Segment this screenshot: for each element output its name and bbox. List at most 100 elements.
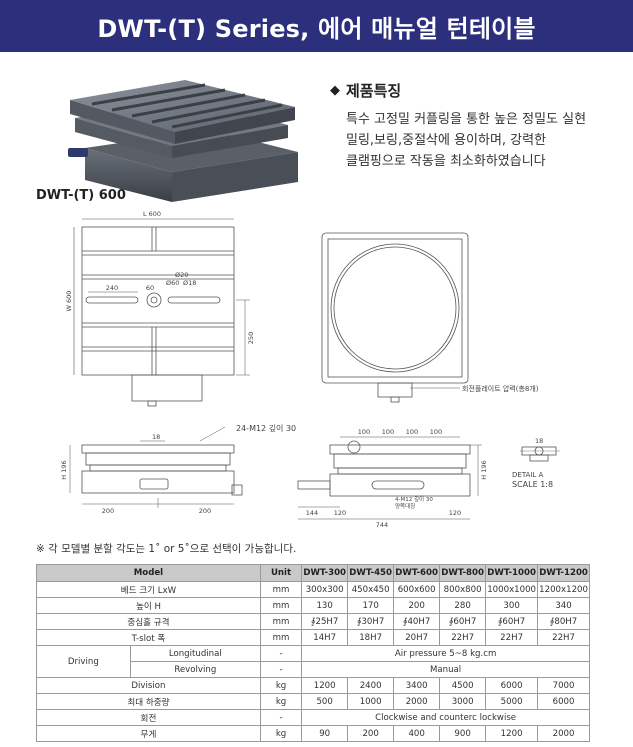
cell: ∮30H7	[347, 613, 395, 630]
side-dim-100-2: 100	[382, 428, 394, 436]
header-model: Model	[36, 564, 261, 582]
feature-line: 클램핑으로 작동을 최소화하였습니다	[346, 154, 546, 169]
cell: 800x800	[439, 581, 487, 598]
front-callout: 24-M12 깊이 30	[236, 423, 296, 433]
row-label: T-slot 폭	[36, 629, 261, 646]
detail-label-2: SCALE 1:8	[512, 480, 553, 489]
side-height: H 196	[480, 460, 488, 479]
page-header: DWT-(T) Series, 에어 매뉴얼 턴테이블	[0, 0, 633, 52]
front-dim-200a: 200	[102, 507, 114, 515]
cell: 1200x1200	[537, 581, 590, 598]
table-row: Revolving - Manual	[37, 661, 590, 678]
round-view-drawing	[321, 232, 469, 403]
header-model-col: DWT-1200	[537, 564, 590, 582]
cell: 18H7	[347, 629, 395, 646]
row-unit: mm	[259, 581, 303, 598]
row-unit: mm	[259, 629, 303, 646]
dim-250: 250	[247, 332, 255, 344]
spec-table: Model Unit DWT-300 DWT-450 DWT-600 DWT-8…	[36, 564, 590, 742]
table-row: 최대 하중량 kg 500 1000 2000 3000 5000 6000	[36, 693, 590, 710]
cell: 1200	[301, 677, 349, 694]
header-model-col: DWT-300	[301, 564, 349, 582]
detail-label-1: DETAIL A	[512, 471, 544, 479]
cell: ∮80H7	[537, 613, 590, 630]
row-unit: kg	[259, 693, 303, 710]
header-model-col: DWT-600	[393, 564, 441, 582]
row-unit: -	[259, 661, 303, 678]
table-row: 중심홀 규격 mm ∮25H7 ∮30H7 ∮40H7 ∮60H7 ∮60H7 …	[36, 613, 590, 630]
cell: 6000	[485, 677, 539, 694]
row-unit: kg	[259, 677, 303, 694]
cell: 1000	[347, 693, 395, 710]
cell: 3400	[393, 677, 441, 694]
side-dim-100-1: 100	[358, 428, 370, 436]
side-dim-100-4: 100	[430, 428, 442, 436]
row-label: 중심홀 규격	[36, 613, 261, 630]
model-title: DWT-(T) 600	[36, 188, 126, 203]
row-label: 회전	[36, 709, 261, 726]
cell-merged: Air pressure 5~8 kg.cm	[301, 645, 590, 662]
top-view-drawing	[73, 218, 250, 407]
header-model-col: DWT-450	[347, 564, 395, 582]
cell: ∮40H7	[393, 613, 441, 630]
features-heading: ◆ 제품특징	[330, 82, 402, 100]
cell-merged: Manual	[301, 661, 590, 678]
feature-line: 특수 고정밀 커플링을 통한 높은 정밀도 실현	[346, 112, 587, 127]
front-dim-18: 18	[152, 433, 160, 441]
front-dim-200b: 200	[199, 507, 211, 515]
cell: 340	[537, 597, 590, 614]
table-row: 무게 kg 90 200 400 900 1200 2000	[36, 725, 590, 742]
dim-width: W 600	[65, 291, 73, 312]
row-label: 높이 H	[36, 597, 261, 614]
row-unit: -	[259, 709, 303, 726]
row-sublabel: Longitudinal	[129, 645, 261, 662]
row-unit: mm	[259, 597, 303, 614]
row-unit: mm	[259, 613, 303, 630]
cell: 7000	[537, 677, 590, 694]
side-slot-callout-2: 양쪽대칭	[395, 502, 415, 510]
table-row: 높이 H mm 130 170 200 280 300 340	[36, 597, 590, 614]
cell: 280	[439, 597, 487, 614]
side-dim-120a: 120	[334, 509, 346, 517]
cell: 450x450	[347, 581, 395, 598]
row-sublabel: Revolving	[129, 661, 261, 678]
side-view-drawing	[297, 436, 482, 520]
cell: 20H7	[393, 629, 441, 646]
cell: 90	[301, 725, 349, 742]
center-label-2: Ø60	[166, 279, 179, 287]
row-label-driving: Driving	[36, 645, 131, 678]
cell-merged: Clockwise and counterc lockwise	[301, 709, 590, 726]
cell: 14H7	[301, 629, 349, 646]
cell: 300	[485, 597, 539, 614]
cell: 4500	[439, 677, 487, 694]
cell: 200	[393, 597, 441, 614]
table-row: 회전 - Clockwise and counterc lockwise	[36, 709, 590, 726]
dim-length: L 600	[143, 210, 161, 218]
row-unit: kg	[259, 725, 303, 742]
side-slot-callout-1: 4-M12 깊이 30	[395, 495, 433, 503]
cell: 300x300	[301, 581, 349, 598]
division-note: ※ 각 모델별 분할 각도는 1˚ or 5˚으로 선택이 가능합니다.	[36, 543, 297, 555]
cell: 500	[301, 693, 349, 710]
product-photo	[68, 80, 298, 202]
cell: 600x600	[393, 581, 441, 598]
detail-drawing	[520, 446, 560, 462]
center-label-3: Ø18	[183, 279, 196, 287]
side-dim-100-3: 100	[406, 428, 418, 436]
table-row: Division kg 1200 2400 3400 4500 6000 700…	[36, 677, 590, 694]
table-header-row: Model Unit DWT-300 DWT-450 DWT-600 DWT-8…	[36, 564, 590, 582]
header-model-col: DWT-800	[439, 564, 487, 582]
cell: ∮25H7	[301, 613, 349, 630]
row-label: 최대 하중량	[36, 693, 261, 710]
front-view-drawing	[69, 426, 243, 508]
center-label-1: Ø20	[175, 271, 188, 279]
feature-line: 밀링,보링,중절삭에 용이하며, 강력한	[346, 133, 547, 148]
dim-60: 60	[146, 284, 154, 292]
technical-drawings: L 600 W 600 240 60 Ø20 Ø60 Ø18 250 회전플레이…	[60, 210, 560, 529]
cell: ∮60H7	[485, 613, 539, 630]
cell: 170	[347, 597, 395, 614]
row-label: Division	[36, 677, 261, 694]
side-dim-120b: 120	[449, 509, 461, 517]
cell: 900	[439, 725, 487, 742]
cell: 3000	[439, 693, 487, 710]
